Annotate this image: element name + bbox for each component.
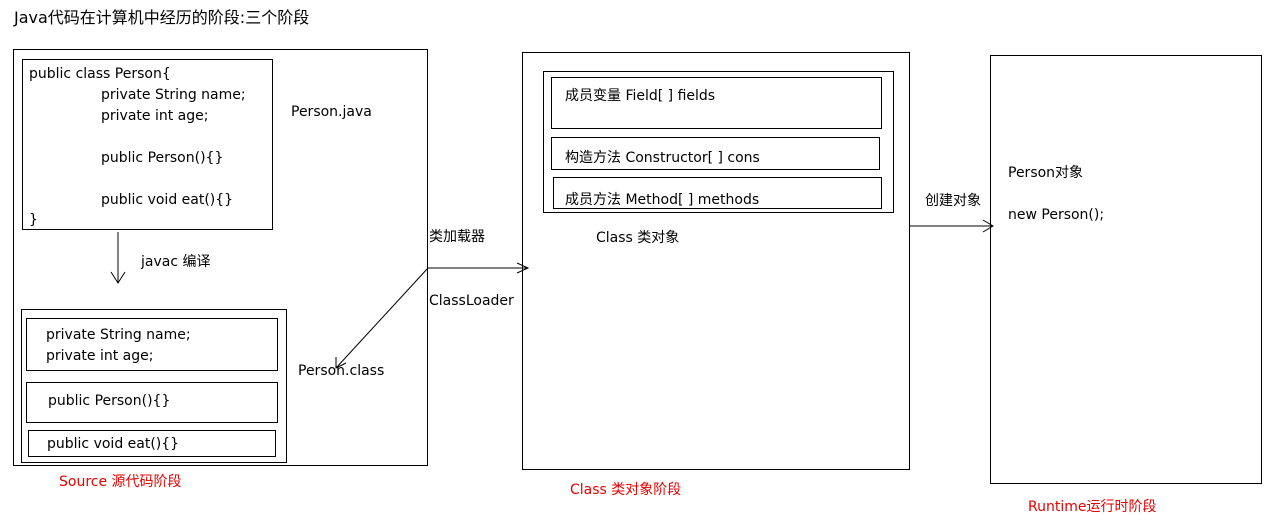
person-java-label: Person.java bbox=[291, 104, 372, 120]
class-file-method-box bbox=[28, 430, 276, 457]
class-object-stage-label: Class 类对象阶段 bbox=[570, 482, 682, 498]
constructors-box bbox=[551, 137, 880, 170]
class-file-field-name: private String name; bbox=[46, 327, 191, 343]
create-object-arrow bbox=[909, 219, 994, 233]
code-line-field-age: private int age; bbox=[101, 108, 209, 124]
class-loader-arrow bbox=[428, 262, 530, 274]
class-loader-en-label: ClassLoader bbox=[429, 293, 514, 309]
code-line-field-name: private String name; bbox=[101, 87, 246, 103]
class-loader-cn-label: 类加载器 bbox=[429, 229, 485, 245]
source-stage-label: Source 源代码阶段 bbox=[59, 474, 182, 490]
code-line-close-brace: } bbox=[29, 212, 38, 228]
source-code-box bbox=[22, 59, 273, 230]
class-object-caption: Class 类对象 bbox=[596, 230, 680, 246]
class-file-method: public void eat(){} bbox=[47, 436, 180, 452]
class-file-constructor: public Person(){} bbox=[48, 393, 171, 409]
code-line-constructor: public Person(){} bbox=[101, 150, 224, 166]
new-person-expression: new Person(); bbox=[1008, 207, 1105, 223]
runtime-stage-box bbox=[990, 55, 1262, 484]
loader-to-class-file-arrow bbox=[335, 267, 429, 369]
person-class-label: Person.class bbox=[298, 363, 385, 379]
class-file-fields-box bbox=[26, 318, 278, 371]
diagram-title: Java代码在计算机中经历的阶段:三个阶段 bbox=[14, 8, 310, 27]
person-object-label: Person对象 bbox=[1008, 165, 1084, 181]
constructors-label: 构造方法 Constructor[ ] cons bbox=[565, 150, 760, 166]
javac-compile-label: javac 编译 bbox=[141, 254, 211, 270]
fields-box bbox=[551, 77, 882, 129]
fields-label: 成员变量 Field[ ] fields bbox=[565, 88, 716, 104]
code-line-method: public void eat(){} bbox=[101, 192, 234, 208]
methods-label: 成员方法 Method[ ] methods bbox=[565, 192, 760, 208]
runtime-stage-label: Runtime运行时阶段 bbox=[1028, 499, 1157, 515]
create-object-label: 创建对象 bbox=[925, 193, 981, 209]
class-file-field-age: private int age; bbox=[46, 348, 154, 364]
methods-box bbox=[553, 177, 882, 209]
compile-arrow bbox=[110, 232, 126, 284]
code-line-class-decl: public class Person{ bbox=[29, 66, 171, 82]
class-file-constructor-box bbox=[26, 382, 278, 423]
